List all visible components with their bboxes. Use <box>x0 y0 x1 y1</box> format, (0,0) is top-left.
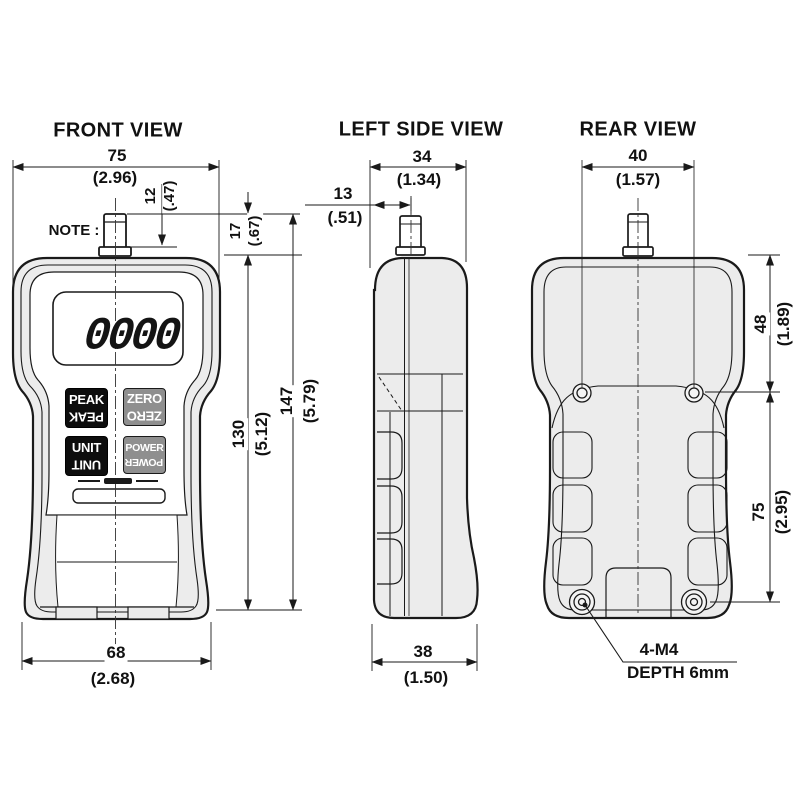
peak-button-label: PEAK <box>69 391 104 407</box>
front-dim-right <box>216 192 302 611</box>
unit-button-label: UNIT <box>71 439 102 455</box>
zero-button: ZERO ZERO <box>123 388 166 426</box>
front-handle-inner <box>55 514 179 608</box>
front-view-title: FRONT VIEW <box>53 119 183 142</box>
front-dim-shaft-mm: 12 <box>142 185 160 207</box>
zero-button-label-mirrored: ZERO <box>127 408 162 424</box>
side-dim-shaft-offset-mm: 13 <box>331 184 355 204</box>
rear-plate-line <box>551 385 725 429</box>
rear-screw-holes <box>568 383 708 616</box>
rear-view-drawing <box>530 160 780 663</box>
rear-dim-screw-span-in: (2.95) <box>772 487 792 537</box>
rear-dim-screw-top-mm: 48 <box>751 312 771 336</box>
rear-dim-screw-span-mm: 75 <box>749 500 769 524</box>
side-dim-shaft-offset-in: (.51) <box>325 208 365 228</box>
front-dim-offset-in: (.67) <box>246 213 264 249</box>
side-body-outline <box>372 256 479 620</box>
rear-finger-grips <box>552 431 728 586</box>
front-dim-body-height-in: (5.12) <box>252 409 272 459</box>
side-dim-bottom-depth-in: (1.50) <box>401 668 451 688</box>
front-shaft <box>98 213 132 257</box>
front-dim-shaft-in: (.47) <box>161 178 179 214</box>
side-view-title: LEFT SIDE VIEW <box>338 118 504 141</box>
side-dim-bottom-depth-mm: 38 <box>411 642 435 662</box>
front-label-slot <box>72 488 166 504</box>
side-dim-34 <box>369 160 467 268</box>
unit-button: UNIT UNIT <box>65 436 108 476</box>
rear-screw-note-line2: DEPTH 6mm <box>626 663 730 683</box>
power-button: POWER POWER <box>123 436 166 474</box>
front-dim-overall-height-in: (5.79) <box>300 376 320 426</box>
lcd-display-value: 0000 <box>81 310 181 364</box>
front-body-inner-line <box>20 264 213 613</box>
rear-dim-40 <box>581 160 695 388</box>
peak-button-label-mirrored: PEAK <box>69 409 104 425</box>
brand-mark <box>78 478 158 484</box>
zero-button-label: ZERO <box>127 390 162 406</box>
front-lcd <box>52 291 184 366</box>
unit-button-label-mirrored: UNIT <box>71 457 102 473</box>
side-dim-38 <box>371 624 478 671</box>
rear-body-outline <box>530 256 746 620</box>
power-button-label: POWER <box>125 441 164 454</box>
front-dim-overall-height-mm: 147 <box>277 384 297 418</box>
side-view-drawing <box>305 160 479 671</box>
front-dim-width-mm: 75 <box>105 146 129 166</box>
front-dim-12 <box>127 184 300 248</box>
rear-screw-leader <box>582 602 737 663</box>
side-dim-depth-mm: 34 <box>410 147 434 167</box>
front-dim-width-in: (2.96) <box>90 168 140 188</box>
rear-dim-screw-top-in: (1.89) <box>774 299 794 349</box>
side-dim-depth-in: (1.34) <box>394 170 444 190</box>
peak-button: PEAK PEAK <box>65 388 108 428</box>
side-finger-grips <box>377 431 403 585</box>
rear-battery-cover <box>605 567 672 618</box>
rear-dim-width-mm: 40 <box>626 146 650 166</box>
front-note-label: NOTE : <box>46 222 102 240</box>
side-dim-13 <box>305 196 412 214</box>
rear-dim-right <box>705 254 780 603</box>
rear-screw-note-line1: 4-M4 <box>639 640 679 660</box>
front-dim-bottom-width-in: (2.68) <box>88 669 138 689</box>
rear-view-title: REAR VIEW <box>579 118 697 141</box>
front-dim-offset-mm: 17 <box>227 220 245 242</box>
power-button-label-mirrored: POWER <box>125 456 164 469</box>
rear-dim-width-in: (1.57) <box>613 170 663 190</box>
rear-body-inner-line <box>543 266 733 611</box>
front-dim-bottom-width-mm: 68 <box>104 643 128 663</box>
side-shaft <box>395 215 426 256</box>
front-dim-75 <box>12 160 220 288</box>
front-dim-body-height-mm: 130 <box>229 417 249 451</box>
